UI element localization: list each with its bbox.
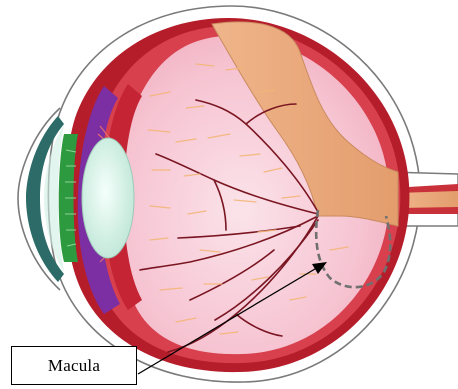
macula-label-box: Macula (11, 346, 137, 385)
lens (82, 138, 134, 258)
macula-label: Macula (48, 356, 100, 376)
